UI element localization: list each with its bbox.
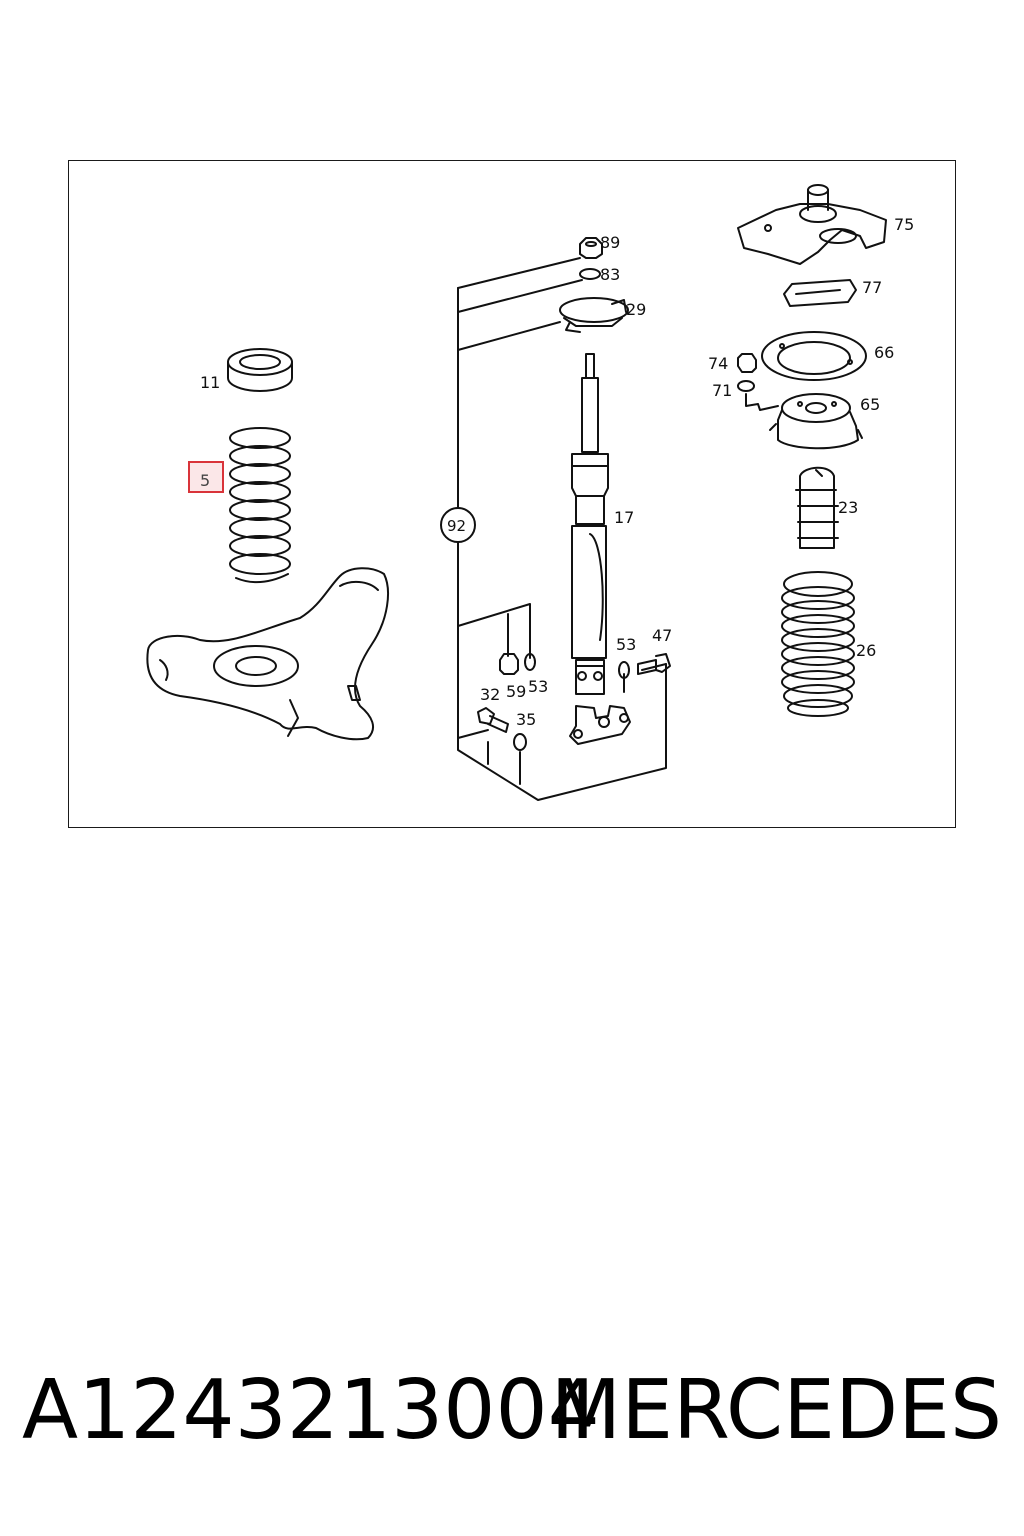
group-92-marker <box>440 507 476 543</box>
control-arm-part <box>146 567 389 741</box>
label-32: 32 <box>480 685 500 704</box>
label-47: 47 <box>652 626 672 645</box>
label-23: 23 <box>838 498 858 517</box>
clamp-ring-part[interactable] <box>559 297 629 333</box>
top-mount-plate-part[interactable] <box>737 184 887 265</box>
label-71: 71 <box>712 381 732 400</box>
label-26: 26 <box>856 641 876 660</box>
label-53: 53 <box>528 677 548 696</box>
label-89: 89 <box>600 233 620 252</box>
dust-boot-part[interactable] <box>781 571 855 717</box>
spring-pad-part[interactable] <box>227 348 293 392</box>
washer-83-part[interactable] <box>579 268 601 280</box>
label-65: 65 <box>860 395 880 414</box>
label-59: 59 <box>506 682 526 701</box>
washer-53-part[interactable] <box>524 653 536 671</box>
shock-absorber-part[interactable] <box>569 353 631 745</box>
strut-mount-part[interactable] <box>769 393 863 450</box>
label-74: 74 <box>708 354 728 373</box>
label-92: 92 <box>447 517 466 535</box>
label-35: 35 <box>516 710 536 729</box>
bump-stop-part[interactable] <box>795 466 839 549</box>
diagram-frame <box>68 160 956 828</box>
part-number: A1243213004 <box>22 1363 600 1458</box>
highlight-box[interactable] <box>188 461 224 493</box>
group-92-bracket <box>457 257 667 801</box>
bolt-47-part[interactable] <box>637 653 671 675</box>
bolt-32-part[interactable] <box>477 707 509 733</box>
washer-53-right-part[interactable] <box>618 661 630 679</box>
label-83: 83 <box>600 265 620 284</box>
coil-spring-part[interactable] <box>229 427 291 584</box>
label-75: 75 <box>894 215 914 234</box>
label-66: 66 <box>874 343 894 362</box>
label-17: 17 <box>614 508 634 527</box>
label-5: 5 <box>200 471 210 490</box>
label-11: 11 <box>200 373 220 392</box>
top-nut-part[interactable] <box>579 237 603 259</box>
label-53-right: 53 <box>616 635 636 654</box>
washer-35-part[interactable] <box>513 733 527 751</box>
label-29: 29 <box>626 300 646 319</box>
brand-name: MERCEDES <box>550 1363 1002 1458</box>
label-77: 77 <box>862 278 882 297</box>
washer-71-part[interactable] <box>737 380 755 392</box>
nut-74-part[interactable] <box>737 353 757 373</box>
gasket-77-part[interactable] <box>783 279 857 307</box>
support-plate-part[interactable] <box>761 331 867 381</box>
nut-59-part[interactable] <box>499 653 519 675</box>
